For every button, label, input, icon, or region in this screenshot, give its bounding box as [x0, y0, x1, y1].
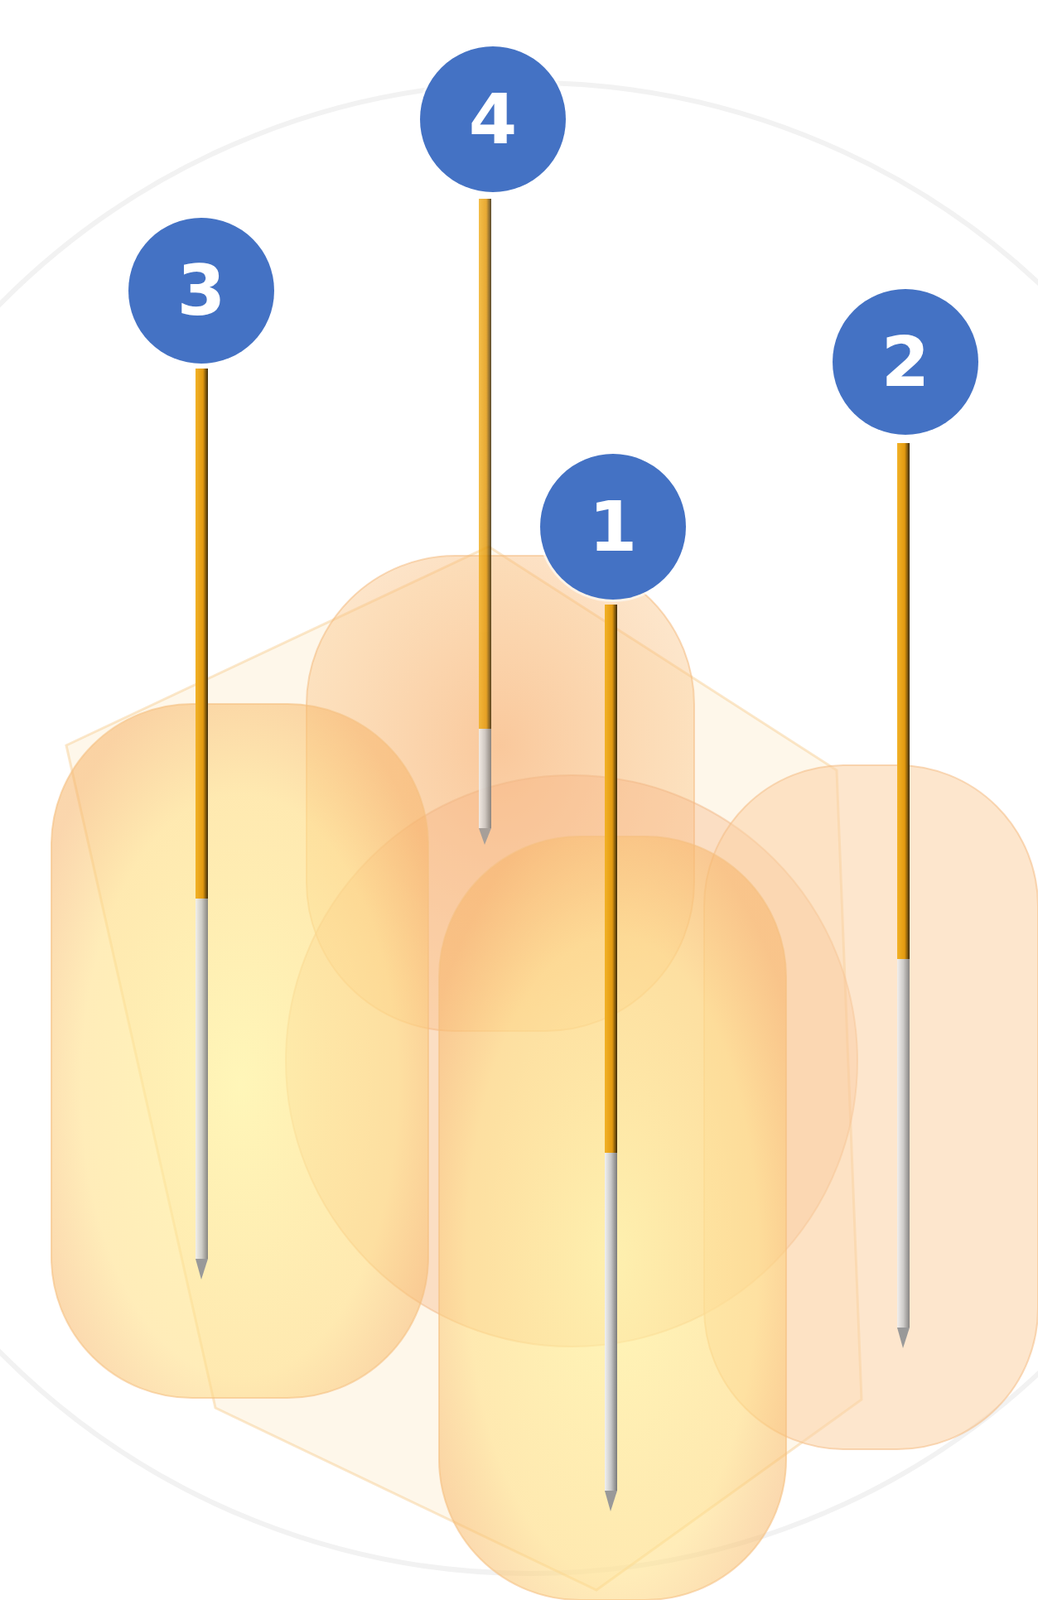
callout-number: 1 — [589, 492, 638, 562]
callout-circle: 2 — [832, 289, 979, 435]
callout-number: 4 — [468, 84, 517, 155]
callout-number: 2 — [881, 327, 930, 397]
callout-number: 3 — [177, 255, 226, 326]
callout-circle: 3 — [128, 217, 275, 364]
callout-circle: 1 — [540, 453, 686, 600]
callout-circle: 4 — [420, 46, 566, 193]
